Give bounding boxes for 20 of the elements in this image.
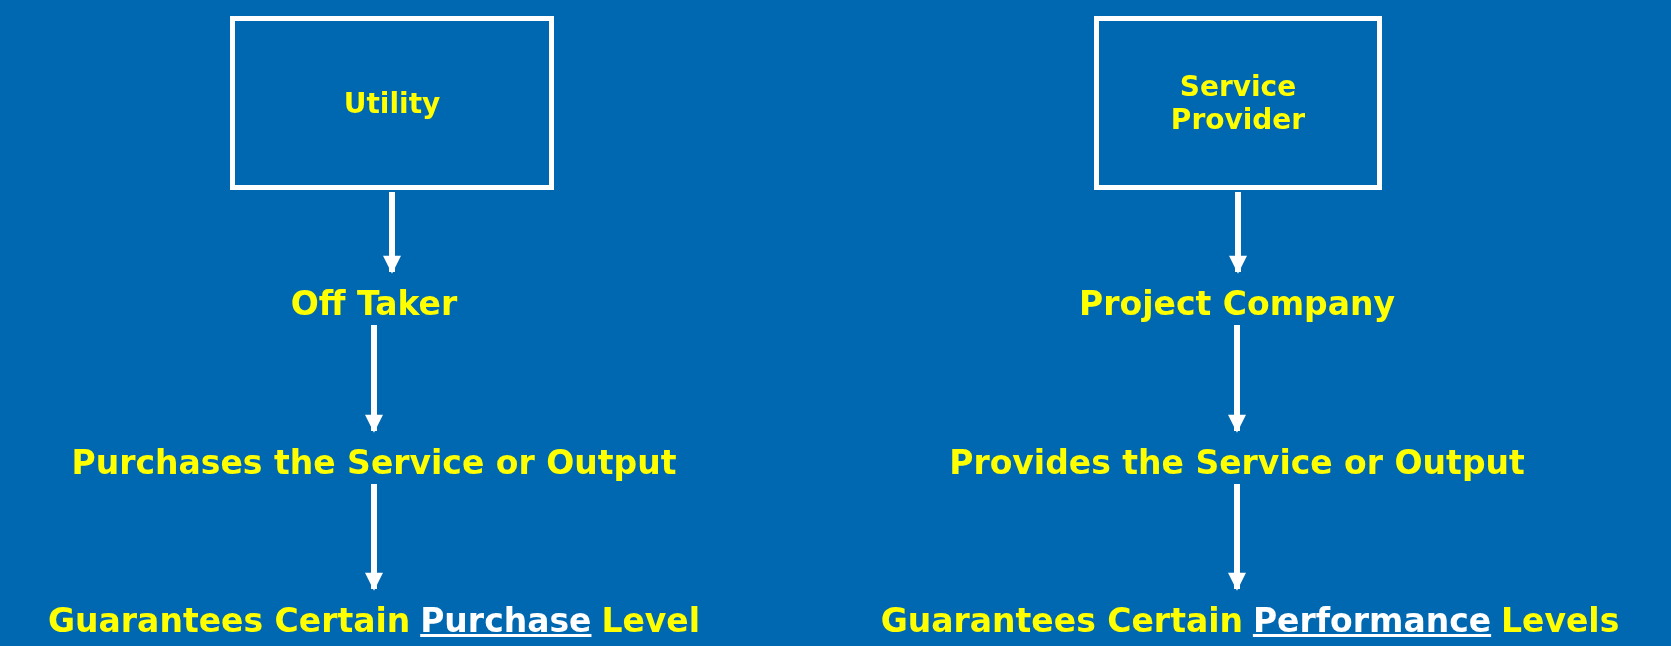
flow-text: Project Company xyxy=(1079,284,1395,323)
arrow xyxy=(1229,192,1247,274)
flow-text: Purchases the Service or Output xyxy=(71,443,677,482)
arrow xyxy=(383,192,401,274)
entity-box xyxy=(230,16,554,190)
flow-text: Levels xyxy=(1501,601,1620,640)
arrow xyxy=(365,325,383,433)
flow-text: Level xyxy=(601,601,700,640)
underlined-word: Purchase xyxy=(420,601,592,640)
flow-text: Guarantees Certain xyxy=(880,601,1243,640)
underlined-word: Performance xyxy=(1252,601,1492,640)
box-label: Utility xyxy=(343,86,441,120)
box-label: Service Provider xyxy=(1169,70,1307,136)
arrow xyxy=(1228,484,1246,591)
entity-box xyxy=(1094,16,1382,190)
arrow xyxy=(365,484,383,591)
flow-text: Guarantees Certain xyxy=(48,601,411,640)
flow-text: Off Taker xyxy=(290,284,458,323)
flow-text: Provides the Service or Output xyxy=(949,443,1525,482)
arrow xyxy=(1228,325,1246,433)
